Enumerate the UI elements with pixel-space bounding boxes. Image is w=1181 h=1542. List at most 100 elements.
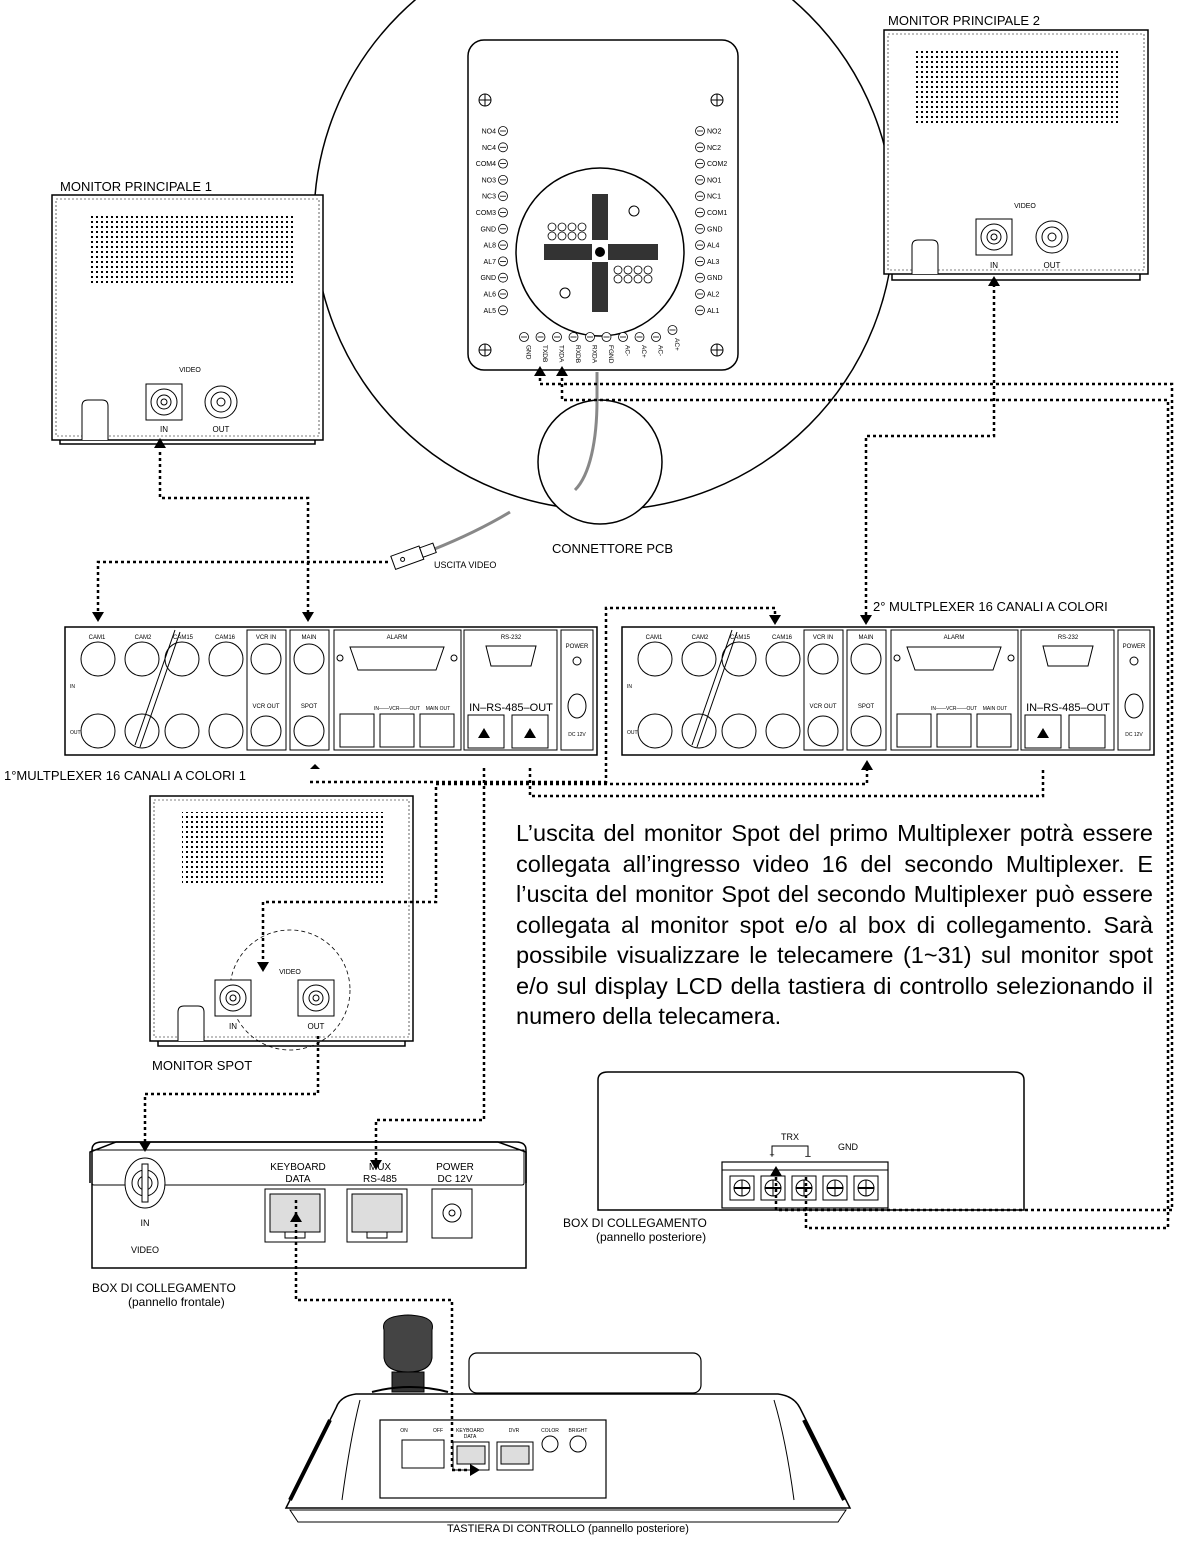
rj45-port-icon bbox=[452, 1441, 490, 1471]
bright-knob-icon bbox=[569, 1435, 587, 1453]
control-keyboard: ON OFF KEYBOARD DATA DVR COLOR BRIGHT bbox=[284, 1314, 852, 1523]
box-video-label: VIDEO bbox=[131, 1245, 159, 1255]
connector-pcb-label: CONNETTORE PCB bbox=[552, 541, 673, 556]
cam15-label: CAM15 bbox=[730, 635, 751, 641]
in-label: IN bbox=[229, 1022, 237, 1031]
pcb-terminal-label: NC2 bbox=[707, 145, 721, 152]
kb-off-label: OFF bbox=[433, 1428, 443, 1434]
multiplexer-1-label: 1°MULTPLEXER 16 CANALI A COLORI 1 bbox=[4, 768, 246, 783]
pcb-terminal-label: GND bbox=[480, 275, 496, 282]
multiplexer-2: CAM1 CAM2 CAM15 CAM16 IN OUT VCR IN VCR … bbox=[621, 626, 1155, 756]
pcb-terminal-label: NC3 bbox=[482, 194, 496, 201]
rs232-label: RS-232 bbox=[1058, 635, 1079, 641]
mux-in-label: IN bbox=[70, 684, 75, 690]
multiplexer-1: CAM1 CAM2 CAM15 CAM16 IN OUT VCR IN VCR … bbox=[64, 626, 598, 756]
box-dc12v-label: DC 12V bbox=[437, 1174, 472, 1185]
bnc-in-connector-icon bbox=[124, 1157, 166, 1209]
bnc-out-connector-icon bbox=[204, 385, 238, 419]
multiplexer-2-label: 2° MULTPLEXER 16 CANALI A COLORI bbox=[873, 599, 1108, 614]
keyboard-caption: TASTIERA DI CONTROLLO (pannello posterio… bbox=[447, 1523, 689, 1535]
spot-monitor: VIDEO IN OUT bbox=[149, 795, 414, 1051]
pcb-terminal-label: AL5 bbox=[484, 308, 497, 315]
rs232-label: RS-232 bbox=[501, 635, 522, 641]
kb-on-label: ON bbox=[400, 1428, 408, 1434]
pcb-terminal-label: AC- bbox=[624, 345, 631, 356]
connection-lines bbox=[96, 283, 1174, 1472]
dc-jack-icon bbox=[431, 1188, 473, 1239]
vcr-in-label: VCR IN bbox=[813, 635, 833, 641]
kb-data-label: DATA bbox=[464, 1434, 477, 1440]
alarm-label: ALARM bbox=[944, 635, 965, 641]
vcr-in-label: VCR IN bbox=[256, 635, 276, 641]
gnd-label: GND bbox=[838, 1142, 859, 1152]
pcb-terminal-label: AL4 bbox=[707, 243, 720, 250]
power-label: POWER bbox=[566, 644, 589, 650]
box-rear-subtitle: (pannello posteriore) bbox=[596, 1230, 706, 1244]
arrow-icons bbox=[92, 276, 1049, 1476]
box-rear-title: BOX DI COLLEGAMENTO bbox=[563, 1216, 707, 1230]
pcb-connector-closeup bbox=[537, 399, 663, 525]
bnc-in-connector-icon bbox=[975, 218, 1013, 256]
box-data-label: DATA bbox=[285, 1174, 311, 1185]
pcb-terminal-label: GND bbox=[707, 275, 723, 282]
main-monitor-1-label: MONITOR PRINCIPALE 1 bbox=[60, 179, 212, 194]
kb-color-label: COLOR bbox=[541, 1428, 559, 1434]
out-label: OUT bbox=[213, 425, 230, 434]
pcb-terminal-label: GND bbox=[707, 226, 723, 233]
main-monitor-2-label: MONITOR PRINCIPALE 2 bbox=[888, 13, 1040, 28]
pcb-terminal-label: GND bbox=[480, 226, 496, 233]
pcb-terminal-label: GND bbox=[525, 345, 532, 360]
cam2-label: CAM2 bbox=[135, 635, 152, 641]
bnc-out-connector-icon bbox=[297, 979, 335, 1017]
power-label: POWER bbox=[1123, 644, 1146, 650]
box-rs485-label: RS-485 bbox=[363, 1174, 397, 1185]
mux-in-label: IN bbox=[627, 684, 632, 690]
box-keyboard-label: KEYBOARD bbox=[270, 1162, 326, 1173]
pcb-terminal-label: FGND bbox=[607, 345, 614, 364]
cam1-label: CAM1 bbox=[646, 635, 663, 641]
connection-box-front: IN VIDEO KEYBOARD DATA MUX RS-485 POWER … bbox=[89, 1141, 527, 1255]
cam15-label: CAM15 bbox=[173, 635, 194, 641]
cam1-label: CAM1 bbox=[89, 635, 106, 641]
alarm-label: ALARM bbox=[387, 635, 408, 641]
dc12v-label: DC 12V bbox=[1125, 732, 1143, 738]
video-output-plug bbox=[390, 542, 437, 571]
spot-monitor-label: MONITOR SPOT bbox=[152, 1058, 252, 1073]
description-text: L’uscita del monitor Spot del primo Mult… bbox=[516, 820, 1153, 1029]
pcb-terminal-label: NO2 bbox=[707, 129, 722, 136]
main-out-label: MAIN OUT bbox=[983, 706, 1007, 712]
mux-out-label: OUT bbox=[70, 730, 81, 736]
box-front-title: BOX DI COLLEGAMENTO bbox=[92, 1281, 236, 1295]
spot-label: SPOT bbox=[301, 704, 318, 710]
pcb-terminal-label: AL6 bbox=[484, 292, 497, 299]
box-in-label: IN bbox=[141, 1218, 150, 1228]
main-monitor-2: MONITOR PRINCIPALE 2 VIDEO IN OUT bbox=[883, 13, 1149, 281]
vcr-out-label: VCR OUT bbox=[810, 704, 837, 710]
rs485-label: IN–RS-485–OUT bbox=[469, 702, 553, 714]
video-output-label: USCITA VIDEO bbox=[434, 560, 496, 570]
bnc-in-connector-icon bbox=[145, 383, 183, 421]
pcb-terminal-label: NO3 bbox=[482, 177, 497, 184]
pcb-terminal-label: AC+ bbox=[640, 345, 647, 358]
rj45-port-icon bbox=[496, 1441, 534, 1471]
out-label: OUT bbox=[1044, 261, 1061, 270]
dc12v-label: DC 12V bbox=[568, 732, 586, 738]
vcr-io-label: IN——VCR——OUT bbox=[374, 706, 420, 712]
main-label: MAIN bbox=[859, 635, 874, 641]
terminal-block bbox=[729, 1175, 879, 1201]
pcb-terminal-label: COM1 bbox=[707, 210, 727, 217]
main-monitor-1-video-label: VIDEO bbox=[179, 367, 201, 374]
bnc-in-connector-icon bbox=[214, 979, 252, 1017]
rs485-label: IN–RS-485–OUT bbox=[1026, 702, 1110, 714]
kb-keyboard-label: KEYBOARD bbox=[456, 1428, 484, 1434]
cam16-label: CAM16 bbox=[215, 635, 236, 641]
kb-dvr-label: DVR bbox=[509, 1428, 520, 1434]
box-mux-label: MUX bbox=[369, 1162, 392, 1173]
pcb-terminal-label: RXDB bbox=[574, 345, 581, 363]
mux-out-label: OUT bbox=[627, 730, 638, 736]
pcb-terminal-label: AL2 bbox=[707, 292, 720, 299]
cam16-label: CAM16 bbox=[772, 635, 793, 641]
spot-monitor-video-label: VIDEO bbox=[279, 969, 301, 976]
